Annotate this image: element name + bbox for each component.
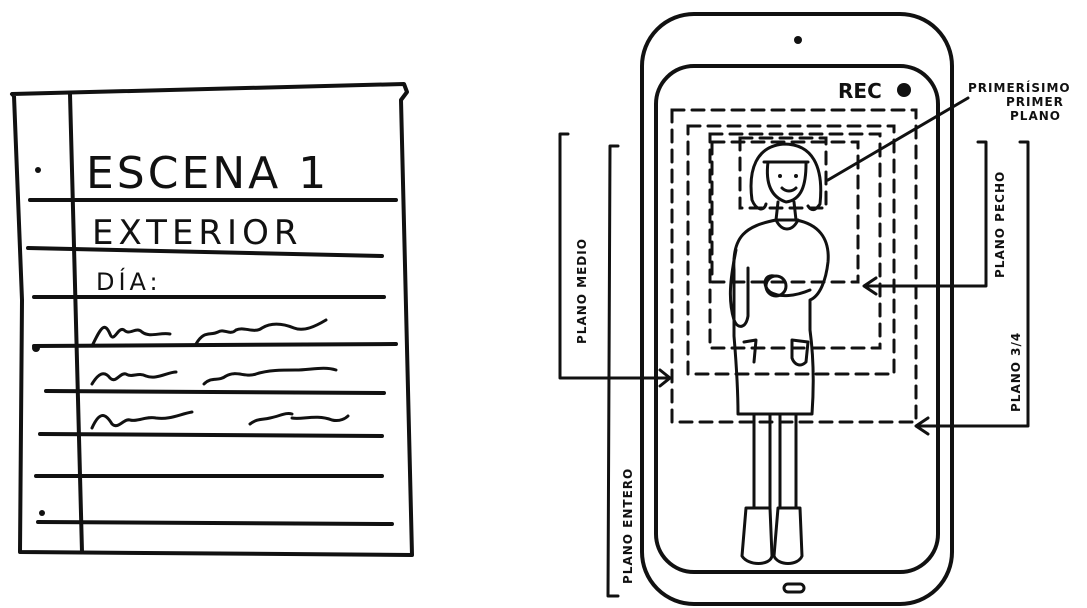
- character-neck: [794, 202, 796, 220]
- character-face: [767, 162, 806, 202]
- bullet-dot: [35, 167, 41, 173]
- rec-label: REC: [838, 79, 882, 103]
- character-eye: [794, 174, 798, 178]
- notebook-rule-line: [40, 434, 382, 436]
- character-arm-right: [765, 276, 810, 296]
- home-button-icon: [784, 584, 804, 592]
- notebook-rule-line: [46, 391, 384, 393]
- record-dot-icon: [897, 83, 911, 97]
- label-plano-pecho: PLANO PECHO: [993, 171, 1007, 278]
- label-primerisimo-line2: PRIMER: [1006, 95, 1064, 109]
- label-plano-entero: PLANO ENTERO: [621, 468, 635, 584]
- notebook-margin-line: [70, 94, 82, 552]
- bullet-dot: [32, 344, 40, 352]
- label-primerisimo-line1: PRIMERÍSIMO: [968, 80, 1071, 95]
- label-plano-medio: PLANO MEDIO: [575, 238, 589, 344]
- label-plano-3-4: PLANO 3/4: [1009, 332, 1023, 412]
- label-primerisimo-line3: PLANO: [1010, 109, 1061, 123]
- scene-time-of-day: DÍA:: [96, 267, 162, 296]
- character-boot: [742, 508, 772, 564]
- front-camera-icon: [794, 36, 802, 44]
- character-hair: [751, 144, 821, 210]
- notebook-rule-line: [38, 522, 392, 524]
- character-mouth: [782, 188, 796, 191]
- character-boot: [774, 508, 802, 564]
- bracket-plano-entero: [608, 146, 618, 596]
- shot-frames: [672, 110, 916, 422]
- bracket-plano-pecho: [866, 142, 986, 286]
- scribble-text: [92, 320, 326, 346]
- notebook-rule-line: [34, 344, 396, 346]
- scribble-text: [92, 412, 348, 428]
- character-pocket: [744, 340, 756, 362]
- left-annotations: [560, 134, 670, 596]
- scribble-text: [92, 368, 336, 384]
- scene-title: ESCENA 1: [86, 148, 329, 199]
- character-pocket: [792, 340, 808, 365]
- character-neck: [776, 202, 778, 220]
- character-eye: [778, 174, 782, 178]
- scene-location: EXTERIOR: [92, 213, 302, 253]
- bullet-dot: [39, 510, 45, 516]
